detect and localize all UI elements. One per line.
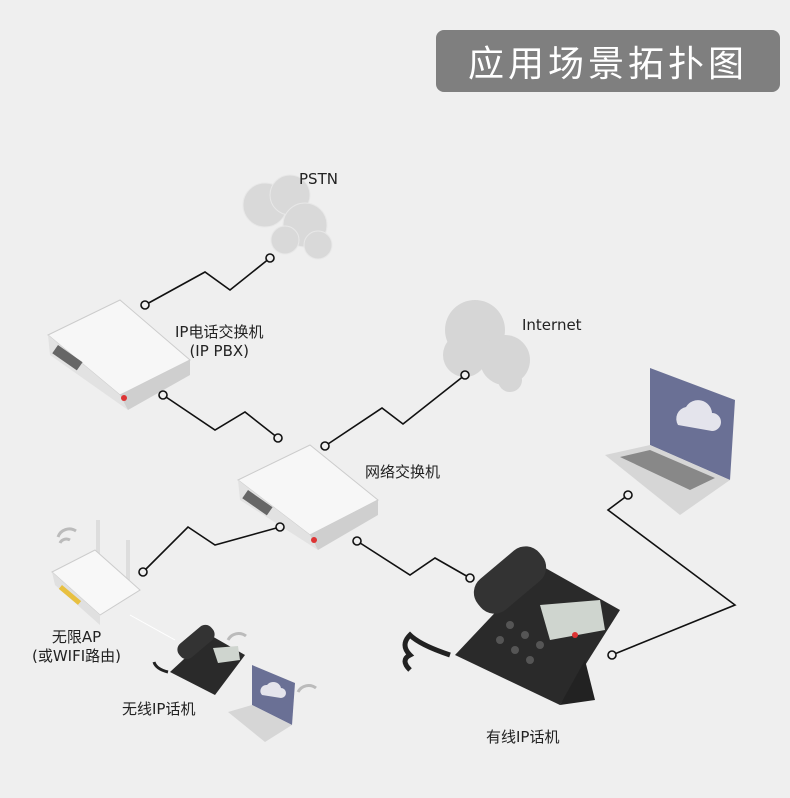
link-switch-ap <box>142 525 281 573</box>
wireless-phone-label: 无线IP话机 <box>122 700 196 718</box>
link-pbx-switch <box>162 394 279 439</box>
small-laptop-icon <box>228 665 295 742</box>
wireless-ip-phone-icon <box>152 624 245 695</box>
pbx-label-line2: (IP PBX) <box>189 342 250 360</box>
laptop-icon <box>605 368 735 515</box>
connection-lines <box>142 257 737 656</box>
link-switch-internet <box>324 374 466 447</box>
network-switch-icon <box>237 444 379 550</box>
pbx-device-icon <box>47 299 191 410</box>
ap-label: 无限AP (或WIFI路由) <box>32 628 121 666</box>
pbx-label-line1: IP电话交换机 <box>175 323 264 341</box>
link-switch-phone <box>356 540 471 579</box>
internet-cloud-icon <box>443 300 530 392</box>
wired-ip-phone-icon <box>402 546 620 705</box>
ap-label-line1: 无限AP <box>51 628 102 646</box>
wireless-ap-icon <box>51 520 141 625</box>
ap-label-line2: (或WIFI路由) <box>32 647 122 665</box>
link-phone-laptop <box>606 494 737 656</box>
page-title: 应用场景拓扑图 <box>436 30 780 92</box>
wired-phone-label: 有线IP话机 <box>486 728 560 746</box>
wifi-icon <box>56 527 317 693</box>
connector-dots <box>138 253 633 660</box>
link-pbx-pstn <box>144 257 271 306</box>
internet-label: Internet <box>522 316 582 334</box>
pstn-label: PSTN <box>299 170 338 188</box>
pstn-cloud-icon <box>242 174 333 260</box>
wireless-link <box>129 614 176 641</box>
switch-label: 网络交换机 <box>365 463 441 481</box>
pbx-label: IP电话交换机 (IP PBX) <box>175 323 263 361</box>
